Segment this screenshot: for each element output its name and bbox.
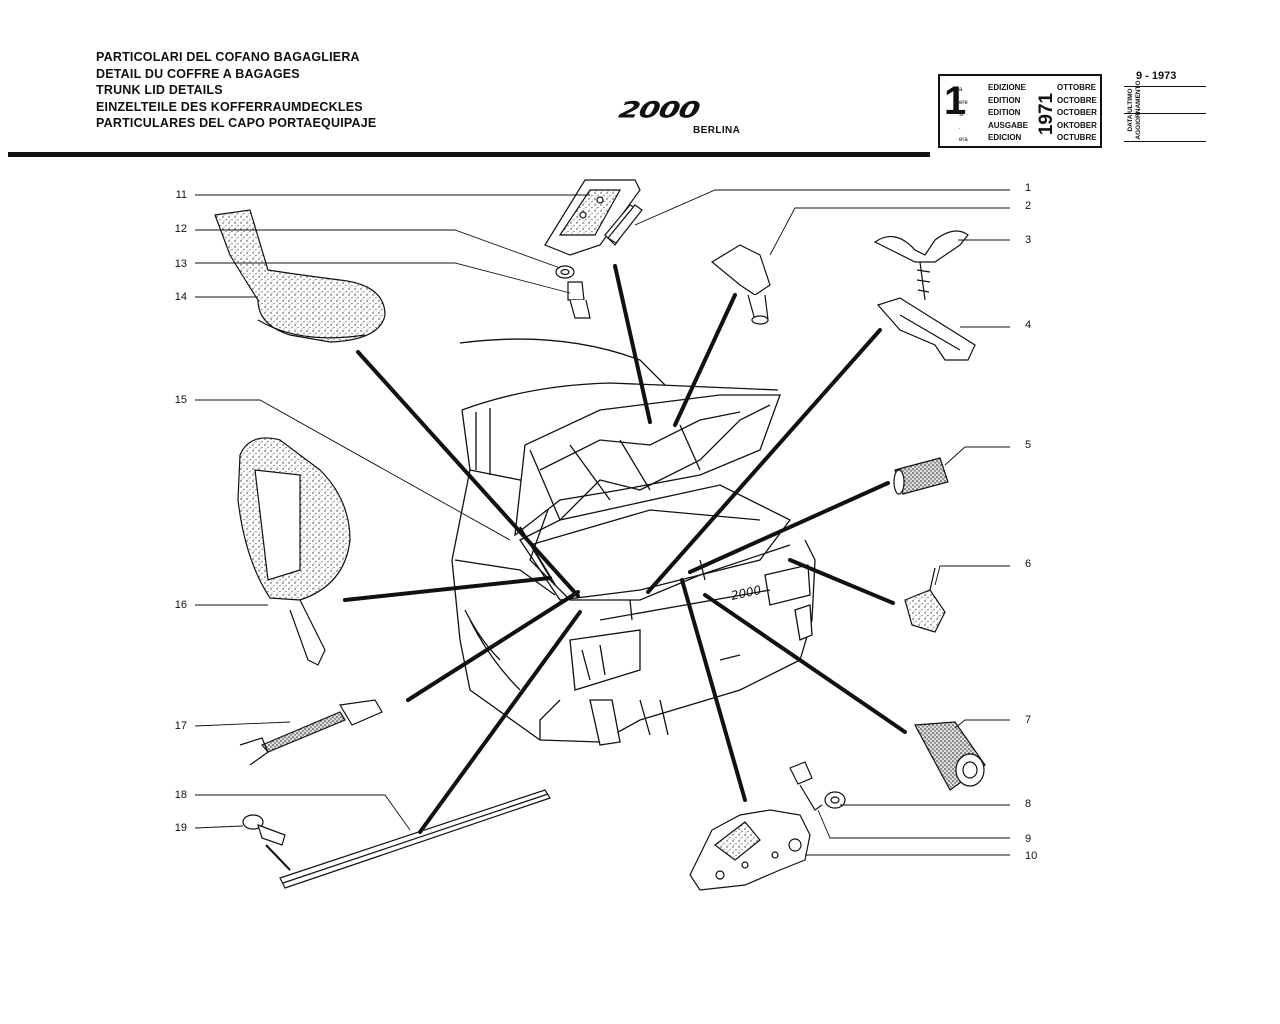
callout-12: 12 <box>174 223 187 235</box>
car-body: 2000 <box>451 338 816 746</box>
leader-lines <box>194 189 1010 856</box>
assembly-lines-thin <box>265 526 556 871</box>
part-17-strap <box>239 699 383 766</box>
edition-label: EDIZIONE <box>988 83 1026 92</box>
part-13-bolt <box>567 281 591 319</box>
callout-13: 13 <box>174 258 187 270</box>
callout-7: 7 <box>1025 714 1032 726</box>
edition-ordinals: a ere st . era <box>959 84 981 147</box>
edition-month: OCTUBRE <box>1057 133 1097 143</box>
edition-label: AUSGABE <box>988 120 1029 130</box>
update-line <box>1124 141 1206 142</box>
title-french: DETAIL DU COFFRE A BAGAGES <box>96 66 300 81</box>
edition-ordinal: st <box>959 112 964 119</box>
edition-box: 1 a ere st . era EDIZIONE EDITION EDITIO… <box>938 74 1102 148</box>
edition-number: 1 <box>944 79 967 123</box>
part-3-wing-nut <box>873 230 969 301</box>
edition-ordinal: . <box>959 124 961 131</box>
edition-labels: EDIZIONE EDITION EDITION AUSGABE EDICION <box>988 82 1036 145</box>
part-19-screw <box>242 814 286 846</box>
callout-10: 10 <box>1025 850 1038 862</box>
title-english: TRUNK LID DETAILS <box>96 83 223 97</box>
logo-subtitle: BERLINA <box>693 125 741 136</box>
part-9-bolt <box>789 761 823 811</box>
callout-17: 17 <box>174 720 187 732</box>
title-block: PARTICOLARI DEL COFANO BAGAGLIERA DETAIL… <box>96 49 456 132</box>
part-16-weatherstrip <box>237 437 351 666</box>
model-logo: 2000 BERLINA <box>616 97 752 142</box>
edition-ordinal: ere <box>959 99 968 106</box>
callout-6: 6 <box>1025 558 1032 570</box>
callout-3: 3 <box>1025 234 1032 246</box>
title-german: EINZELTEILE DES KOFFERRAUMDECKLES <box>96 99 363 114</box>
callout-16: 16 <box>174 599 187 611</box>
part-1-pin-plate <box>607 204 643 244</box>
edition-months: OTTOBRE OCTOBRE OCTOBER OKTOBER OCTUBRE <box>1057 82 1103 145</box>
part-10-latch <box>689 809 811 891</box>
edition-label: EDITION <box>988 108 1021 118</box>
edition-month: OKTOBER <box>1057 120 1097 130</box>
title-italian: PARTICOLARI DEL COFANO BAGAGLIERA <box>96 50 360 64</box>
part-4-bracket <box>876 297 976 361</box>
edition-label: EDITION <box>988 95 1021 105</box>
callout-1: 1 <box>1025 182 1032 194</box>
assembly-lines <box>343 264 907 834</box>
part-6-clip <box>904 567 946 633</box>
callout-8: 8 <box>1025 798 1032 810</box>
title-spanish: PARTICULARES DEL CAPO PORTAEQUIPAJE <box>96 116 377 130</box>
callout-18: 18 <box>174 789 187 801</box>
svg-text:2000: 2000 <box>730 583 763 603</box>
callout-9: 9 <box>1025 833 1032 845</box>
edition-month: OCTOBER <box>1057 108 1097 118</box>
callout-11: 11 <box>175 189 187 201</box>
part-5-sleeve <box>893 457 949 495</box>
part-7-lock-cylinder <box>914 721 986 791</box>
callout-2: 2 <box>1025 200 1032 212</box>
callout-15: 15 <box>174 394 187 406</box>
callout-4: 4 <box>1025 319 1032 331</box>
update-line <box>1124 113 1206 114</box>
part-12-washer <box>555 265 575 279</box>
callout-14: 14 <box>174 291 187 303</box>
update-date: 9 - 1973 <box>1136 70 1177 82</box>
part-2-striker <box>710 244 771 325</box>
part-8-washer <box>824 791 846 809</box>
part-18-trim-strip <box>279 789 551 889</box>
edition-ordinal: era <box>959 137 968 144</box>
edition-ordinal: a <box>959 87 963 93</box>
edition-label: EDICION <box>988 133 1022 143</box>
callout-5: 5 <box>1025 439 1032 451</box>
edition-month: OTTOBRE <box>1057 83 1096 92</box>
header-rule <box>8 152 930 157</box>
edition-month: OCTOBRE <box>1057 95 1097 105</box>
update-line <box>1124 86 1206 87</box>
callout-19: 19 <box>174 822 187 834</box>
